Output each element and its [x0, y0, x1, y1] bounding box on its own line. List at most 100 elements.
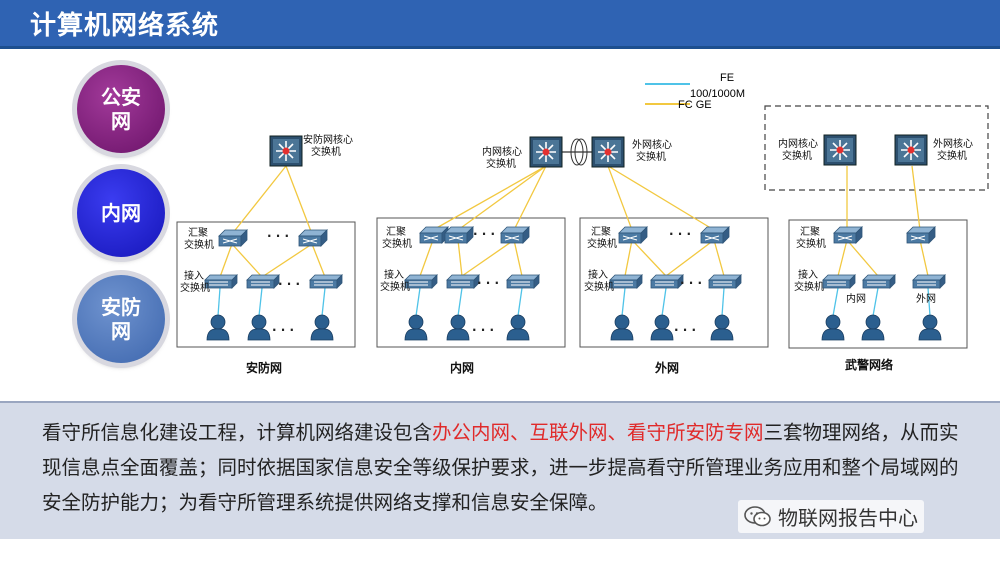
svg-text:接入: 接入 — [588, 268, 608, 281]
user-icon — [404, 314, 428, 341]
wujing-agg-switch-icon — [833, 226, 863, 244]
svg-text:交换机: 交换机 — [587, 237, 617, 250]
waiwang-core-switch-icon — [591, 136, 625, 168]
anfang-core-switch-icon — [269, 135, 303, 167]
wujing-network-box — [788, 219, 968, 349]
svg-text:接入: 接入 — [798, 268, 818, 281]
wujing-waiwang-core-label-1: 外网核心 — [933, 137, 973, 150]
wechat-icon — [744, 505, 772, 528]
network-caption-waiwang: 外网 — [655, 360, 679, 375]
neiwang-core-switch-icon — [529, 136, 563, 168]
ellipsis: · · · — [278, 277, 300, 291]
waiwang-agg-switch-icon — [700, 226, 730, 244]
waiwang-access-switch-icon — [650, 274, 684, 289]
user-icon — [247, 314, 271, 341]
wujing-agg-switch-icon — [906, 226, 936, 244]
neiwang-access-switch-icon — [446, 274, 480, 289]
user-icon — [918, 314, 942, 341]
ellipsis: · · · — [680, 276, 702, 290]
category-circle-gongan: 公安网 — [77, 65, 165, 153]
network-caption-neiwang: 内网 — [450, 360, 474, 375]
svg-text:汇聚: 汇聚 — [800, 225, 820, 238]
user-icon — [506, 314, 530, 341]
svg-text:交换机: 交换机 — [584, 280, 614, 293]
wujing-core-dashed-box — [764, 105, 989, 191]
watermark: 物联网报告中心 — [738, 500, 924, 533]
neiwang-network-box — [376, 217, 566, 348]
svg-text:接入: 接入 — [384, 268, 404, 281]
ellipsis: · · · — [669, 227, 691, 241]
waiwang-network-box — [579, 217, 769, 348]
ge-links — [219, 165, 929, 278]
network-caption-wujing: 武警网络 — [845, 357, 893, 372]
header-bar: 计算机网络系统 — [0, 0, 1000, 49]
category-circle-neiwang: 内网 — [77, 169, 165, 257]
user-icon — [821, 314, 845, 341]
legend-ge-label: FC GE — [678, 99, 712, 111]
anfang-agg-switch-icon — [298, 229, 328, 247]
svg-text:交换机: 交换机 — [796, 237, 826, 250]
svg-text:汇聚: 汇聚 — [591, 225, 611, 238]
svg-text:汇聚: 汇聚 — [386, 225, 406, 238]
anfang-core-label-1: 安防网核心 — [303, 133, 353, 146]
anfang-network-box — [176, 221, 356, 348]
svg-text:交换机: 交换机 — [382, 237, 412, 250]
wujing-neiwang-core-switch-icon — [823, 134, 857, 166]
neiwang-core-label-2: 交换机 — [486, 157, 516, 170]
anfang-agg-switch-icon — [218, 229, 248, 247]
category-circle-anfang: 安防网 — [77, 275, 165, 363]
fe-links — [217, 287, 931, 317]
anfang-access-switch-icon — [309, 274, 343, 289]
waiwang-core-label-1: 外网核心 — [632, 138, 672, 151]
waiwang-core-label-2: 交换机 — [636, 150, 666, 163]
user-icon — [310, 314, 334, 341]
ellipsis: · · · — [477, 276, 499, 290]
description-paragraph: 看守所信息化建设工程，计算机网络建设包含办公内网、互联外网、看守所安防专网三套物… — [42, 421, 959, 514]
wujing-access-switch-icon — [822, 274, 856, 289]
legend-mbps-label: 100/1000M — [690, 88, 745, 100]
legend: FE 100/1000M FC GE — [645, 72, 745, 111]
wujing-waiwang-label: 外网 — [916, 293, 936, 305]
network-diagram: FE 100/1000M FC GE — [176, 72, 989, 375]
wujing-access-switch-icon — [912, 274, 946, 289]
user-icon — [710, 314, 734, 341]
neiwang-core-label-1: 内网核心 — [482, 145, 522, 158]
ellipsis: · · · — [272, 323, 294, 337]
agg-label-1: 汇聚 — [188, 226, 208, 239]
user-icon — [610, 314, 634, 341]
neiwang-access-switch-icon — [506, 274, 540, 289]
agg-label-2: 交换机 — [184, 238, 214, 251]
network-caption-anfang: 安防网 — [246, 360, 282, 375]
neiwang-agg-switch-icon — [500, 226, 530, 244]
neiwang-agg-switch-icon — [444, 226, 474, 244]
ellipsis: · · · — [472, 323, 494, 337]
ellipsis: · · · — [674, 323, 696, 337]
user-icon — [446, 314, 470, 341]
core-link-ring — [570, 138, 584, 166]
highlighted-networks: 办公内网、互联外网、看守所安防专网 — [432, 421, 764, 444]
wujing-waiwang-core-switch-icon — [894, 134, 928, 166]
user-icon — [206, 314, 230, 341]
wujing-waiwang-core-label-2: 交换机 — [937, 149, 967, 162]
watermark-text: 物联网报告中心 — [778, 506, 918, 530]
wujing-neiwang-core-label-2: 交换机 — [782, 149, 812, 162]
ellipsis: · · · — [473, 227, 495, 241]
legend-fe-label: FE — [720, 72, 734, 84]
neiwang-agg-switch-icon — [419, 226, 449, 244]
svg-text:交换机: 交换机 — [380, 280, 410, 293]
wujing-access-switch-icon — [862, 274, 896, 289]
access-label-1: 接入 — [184, 269, 204, 282]
waiwang-agg-switch-icon — [618, 226, 648, 244]
user-icon — [861, 314, 885, 341]
page-title: 计算机网络系统 — [30, 11, 220, 41]
waiwang-access-switch-icon — [708, 274, 742, 289]
anfang-core-label-2: 交换机 — [311, 145, 341, 158]
svg-text:交换机: 交换机 — [794, 280, 824, 293]
description-panel: 看守所信息化建设工程，计算机网络建设包含办公内网、互联外网、看守所安防专网三套物… — [0, 401, 1000, 539]
user-icon — [650, 314, 674, 341]
anfang-access-switch-icon — [246, 274, 280, 289]
access-label-2: 交换机 — [180, 281, 210, 294]
ellipsis: · · · — [267, 229, 289, 243]
waiwang-access-switch-icon — [609, 274, 643, 289]
wujing-neiwang-core-label-1: 内网核心 — [778, 137, 818, 150]
